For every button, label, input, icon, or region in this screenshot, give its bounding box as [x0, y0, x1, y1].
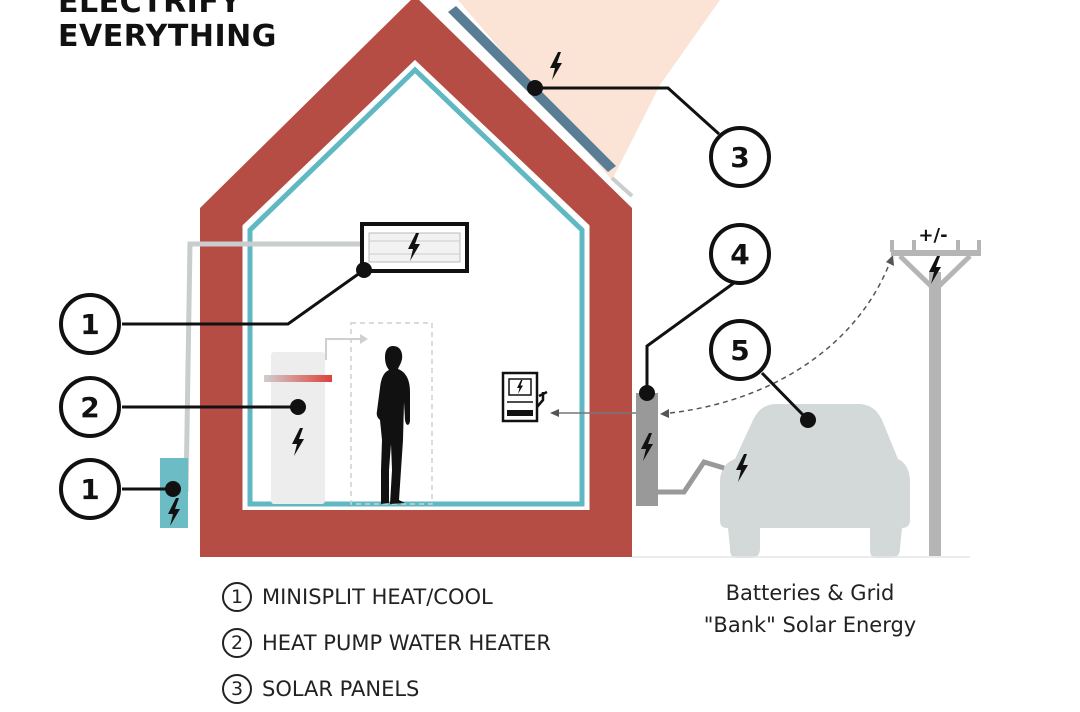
sun-ray [458, 0, 720, 180]
legend-label: SOLAR PANELS [262, 677, 420, 701]
callout-number: 4 [730, 238, 749, 271]
legend-number: 3 [222, 674, 252, 704]
callout-number: 5 [730, 334, 749, 367]
minisplit-wire [183, 241, 362, 493]
callout-number: 1 [80, 473, 99, 506]
battery-grid-dashed-arrow [669, 261, 891, 414]
house-diagram: +/- 1 2 1 3 4 5 [59, 0, 981, 558]
solar-wire [610, 176, 634, 198]
legend: 1 MINISPLIT HEAT/COOL 2 HEAT PUMP WATER … [222, 574, 551, 712]
doorway [350, 322, 433, 505]
minisplit-unit [360, 222, 469, 273]
legend-label: MINISPLIT HEAT/COOL [262, 585, 493, 609]
inner-wall-highlight [242, 59, 590, 510]
battery-unit [636, 393, 658, 506]
title-line-1: ELECTRIFY [58, 0, 242, 20]
legend-number: 2 [222, 628, 252, 658]
callout-number: 1 [80, 308, 99, 341]
batteries-grid-caption: Batteries & Grid "Bank" Solar Energy [680, 577, 940, 641]
callout-circle-2: 2 [59, 376, 121, 438]
callout-leaders [122, 86, 810, 491]
callout-circle-4: 4 [709, 223, 771, 285]
person-silhouette-icon [376, 346, 410, 504]
house-wall [200, 0, 632, 557]
water-heater [264, 352, 332, 504]
caption-line-1: Batteries & Grid [725, 581, 895, 605]
legend-label: HEAT PUMP WATER HEATER [262, 631, 551, 655]
callout-circle-1a: 1 [59, 293, 121, 355]
legend-item: 3 SOLAR PANELS [222, 666, 551, 712]
callout-circle-3: 3 [709, 126, 771, 188]
pipe-arrow [360, 334, 368, 344]
caption-line-2: "Bank" Solar Energy [703, 613, 917, 637]
legend-item: 2 HEAT PUMP WATER HEATER [222, 620, 551, 666]
ev-charger-icon [501, 371, 548, 423]
utility-pole-icon: +/- [890, 225, 981, 556]
inner-wall-line [247, 66, 585, 507]
callout-number: 2 [80, 391, 99, 424]
callout-circle-1b: 1 [59, 458, 121, 520]
callout-number: 3 [730, 141, 749, 174]
legend-item: 1 MINISPLIT HEAT/COOL [222, 574, 551, 620]
legend-number: 1 [222, 582, 252, 612]
car-icon [720, 404, 910, 558]
callout-anchors [165, 80, 816, 497]
arrowhead-battery [660, 409, 669, 418]
diagram-title: ELECTRIFY EVERYTHING [58, 0, 277, 54]
title-line-2: EVERYTHING [58, 19, 277, 54]
charging-cable [658, 459, 725, 495]
arrowhead-grid [886, 255, 894, 266]
grid-label: +/- [918, 225, 947, 246]
callout-circle-5: 5 [709, 319, 771, 381]
arrowhead-house [550, 409, 559, 417]
hot-water-pipe [325, 338, 360, 360]
